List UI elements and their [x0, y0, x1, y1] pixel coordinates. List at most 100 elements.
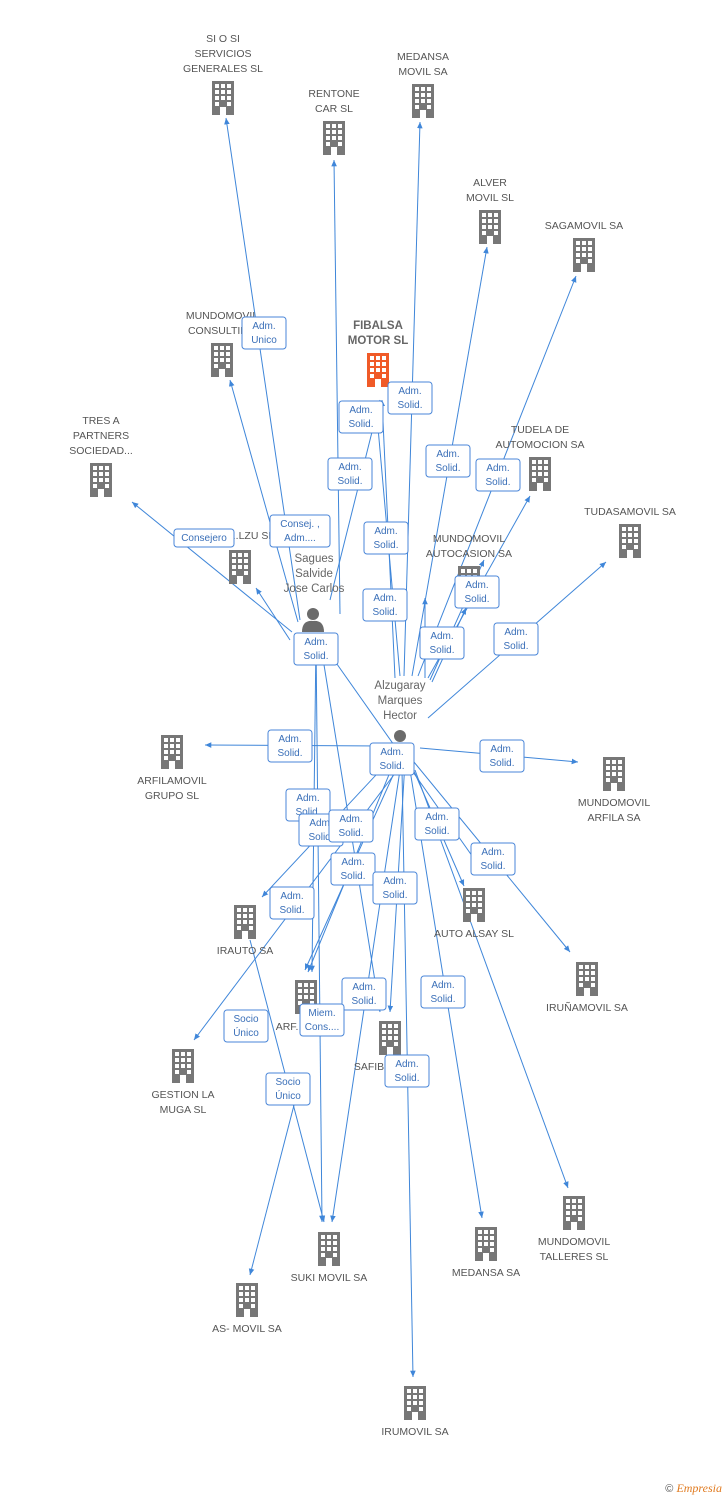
person-label: Salvide — [295, 568, 333, 580]
relation-label: Solid. — [340, 871, 365, 882]
company-node[interactable]: AUTO ALSAY SL — [434, 888, 514, 940]
relation-label: Adm. — [352, 982, 375, 993]
building-icon — [90, 463, 112, 497]
relation-badge[interactable]: Adm.Solid. — [362, 588, 408, 622]
building-icon — [211, 343, 233, 377]
relation-label: Adm. — [304, 637, 327, 648]
company-label: GENERALES SL — [183, 63, 263, 75]
company-node[interactable]: TRES APARTNERSSOCIEDAD... — [69, 415, 133, 497]
relation-badge[interactable]: Adm.Solid. — [384, 1054, 430, 1088]
relation-badge[interactable]: Adm.Solid. — [327, 457, 373, 491]
building-icon — [379, 1021, 401, 1055]
company-node[interactable]: TUDASAMOVIL SA — [584, 506, 676, 558]
edge-line — [255, 587, 291, 641]
relation-badge[interactable]: Miem.Cons.... — [299, 1003, 345, 1037]
person-label: Marques — [378, 695, 423, 707]
relation-label: Único — [233, 1026, 259, 1039]
relation-badge[interactable]: Adm.Solid. — [338, 400, 384, 434]
building-icon — [234, 905, 256, 939]
company-label: CAR SL — [315, 103, 353, 115]
company-node[interactable]: IRAUTO SA — [217, 905, 273, 957]
relation-badge[interactable]: Adm. Solid. — [387, 381, 433, 415]
relation-badge[interactable]: Adm.Solid. — [293, 632, 339, 666]
relation-badge[interactable]: Adm.Solid. — [479, 739, 525, 773]
company-node[interactable]: IRUMOVIL SA — [381, 1386, 449, 1438]
company-label: IRAUTO SA — [217, 945, 273, 957]
relation-label: Adm. — [481, 847, 504, 858]
relation-badge[interactable]: Adm.Solid. — [372, 871, 418, 905]
relation-badge[interactable]: Adm.Solid. — [420, 975, 466, 1009]
relation-label: Adm. — [252, 321, 275, 332]
relation-badge[interactable]: Consejero — [173, 528, 235, 548]
company-label: ARFILAMOVIL — [137, 775, 207, 787]
company-node[interactable]: SAGAMOVIL SA — [545, 220, 623, 272]
relation-badge[interactable]: Adm.Solid. — [493, 622, 539, 656]
relation-label: Adm. — [309, 818, 332, 829]
relation-badge[interactable]: Adm.Solid. — [369, 742, 415, 776]
company-label: RENTONE — [308, 88, 359, 100]
relation-badge[interactable]: Adm. Solid. — [470, 842, 516, 876]
relation-label: Adm. — [425, 812, 448, 823]
company-label: IRUÑAMOVIL SA — [546, 1001, 628, 1014]
brand-logo[interactable]: Empresia — [676, 1481, 722, 1495]
company-node[interactable]: SUKI MOVIL SA — [291, 1232, 368, 1284]
person-icon — [302, 608, 324, 632]
relation-label: Solid. — [277, 748, 302, 759]
relation-label: Adm. — [430, 631, 453, 642]
relation-label: Solid. — [338, 828, 363, 839]
relation-badge[interactable]: Consej. ,Adm.... — [269, 514, 331, 548]
relation-badge[interactable]: Adm.Solid. — [363, 521, 409, 555]
relation-badge[interactable]: Adm.Solid. — [267, 729, 313, 763]
relation-label: Solid. — [424, 826, 449, 837]
company-label: AUTOMOCION SA — [495, 439, 584, 451]
building-icon — [318, 1232, 340, 1266]
company-node[interactable]: MEDANSA SA — [452, 1227, 520, 1279]
relation-badge[interactable]: Adm. Solid. — [414, 807, 460, 841]
relation-badge[interactable]: Adm.Solid. — [285, 788, 331, 822]
relation-label: Adm. — [398, 386, 421, 397]
relation-badge[interactable]: Adm.Solid. — [475, 458, 521, 492]
relation-badge[interactable]: Adm. Solid. — [419, 626, 465, 660]
building-icon — [573, 238, 595, 272]
relation-badge[interactable]: Adm. Solid. — [341, 977, 387, 1011]
relation-badge[interactable]: Adm.Solid. — [425, 444, 471, 478]
relation-badge[interactable]: Adm.Solid. — [269, 886, 315, 920]
person-label: Hector — [383, 710, 417, 722]
relation-label: Solid. — [351, 996, 376, 1007]
company-node[interactable]: AS- MOVIL SA — [212, 1283, 282, 1335]
relation-label: Solid. — [480, 861, 505, 872]
relation-badge[interactable]: Adm.Solid. — [328, 809, 374, 843]
relation-badge[interactable]: Adm.Solid. — [330, 852, 376, 886]
company-label: AUTO ALSAY SL — [434, 928, 514, 940]
relation-badge[interactable]: Adm.Solid. — [454, 575, 500, 609]
relation-label: Solid. — [430, 994, 455, 1005]
company-label: MUNDOMOVIL — [578, 797, 650, 809]
building-icon — [412, 84, 434, 118]
edge-line — [315, 641, 325, 1223]
company-node[interactable]: ARF... — [276, 980, 317, 1033]
company-node[interactable]: RENTONE CAR SL — [308, 88, 360, 155]
company-node[interactable]: ...LZU SL — [229, 530, 274, 584]
relation-label: Solid. — [394, 1073, 419, 1084]
relation-label: Solid. — [429, 645, 454, 656]
relation-label: Solid. — [397, 400, 422, 411]
company-label: TRES A — [82, 415, 119, 427]
relation-badge[interactable]: Adm.Unico — [241, 316, 287, 350]
building-icon — [172, 1049, 194, 1083]
company-node[interactable]: IRUÑAMOVIL SA — [546, 962, 628, 1014]
